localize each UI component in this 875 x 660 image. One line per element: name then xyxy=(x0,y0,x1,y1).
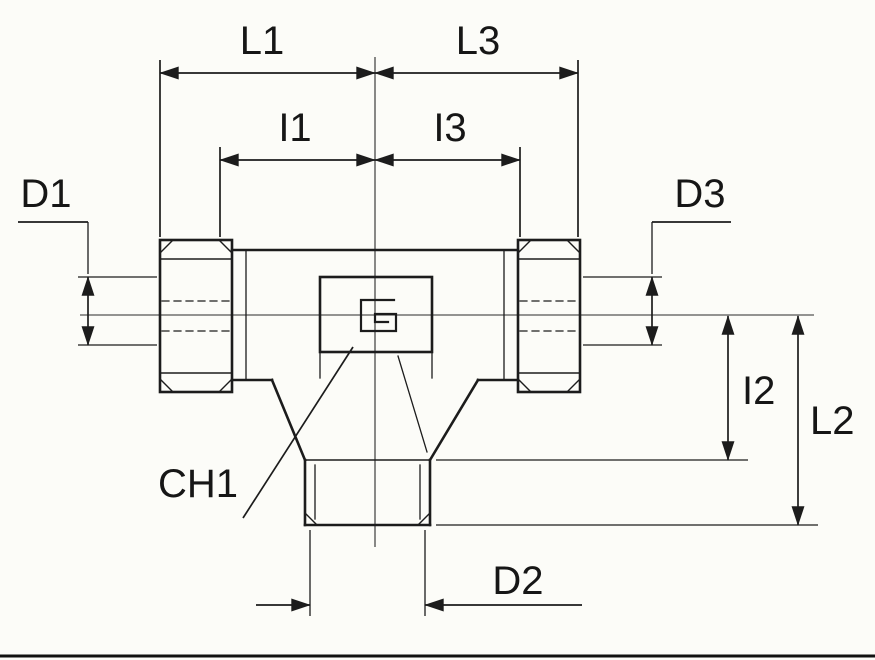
right-nut-outline xyxy=(516,238,582,394)
dim-label-d1: D1 xyxy=(20,172,71,216)
right-nut xyxy=(516,238,582,394)
ch1-leader-line xyxy=(242,346,354,519)
dim-label-i1: I1 xyxy=(278,106,311,150)
dimension-D1 xyxy=(18,221,157,346)
dimension-L2 xyxy=(436,315,818,526)
dim-label-i3: I3 xyxy=(433,106,466,150)
left-nut-outline xyxy=(158,238,234,394)
port-square xyxy=(318,275,434,354)
right-nut-chamfer-tl xyxy=(517,239,532,254)
right-nut-chamfer-tr xyxy=(566,239,581,254)
right-nut-chamfer-br xyxy=(566,378,581,393)
dimension-labels: L1 L3 I1 I3 D1 D3 CH1 I2 L2 D2 xyxy=(20,19,854,603)
bottom-branch xyxy=(270,355,480,527)
left-nut-chamfer-tr xyxy=(218,239,233,254)
centerlines xyxy=(80,57,814,547)
left-nut-chamfer-bl xyxy=(159,378,174,393)
branch-inner-edge xyxy=(397,355,428,453)
branch-slope-right xyxy=(428,378,480,462)
dimension-D2 xyxy=(256,530,582,616)
dim-label-d3: D3 xyxy=(674,172,725,216)
dim-label-l3: L3 xyxy=(456,19,501,63)
dim-label-i2: I2 xyxy=(742,369,775,413)
branch-slope-left xyxy=(270,378,307,462)
fitting-outline xyxy=(158,238,582,527)
dimension-I1-I3 xyxy=(219,147,521,237)
left-nut-chamfer-br xyxy=(218,378,233,393)
center-port xyxy=(318,275,434,379)
thread-symbol xyxy=(359,298,398,333)
stub-chamfer-right xyxy=(417,512,431,526)
left-nut-chamfer-tl xyxy=(159,239,174,254)
dimension-D3 xyxy=(583,221,731,346)
dim-label-d2: D2 xyxy=(492,559,543,603)
dim-label-ch1: CH1 xyxy=(158,462,238,506)
left-nut xyxy=(158,238,234,394)
body-tube xyxy=(230,248,520,382)
dimension-I2 xyxy=(436,315,748,461)
dim-label-l2: L2 xyxy=(810,399,855,443)
dimension-CH1 xyxy=(242,346,354,519)
right-nut-chamfer-bl xyxy=(517,378,532,393)
dimension-L1-L3 xyxy=(159,60,579,237)
dimensions xyxy=(18,60,818,616)
dim-label-l1: L1 xyxy=(240,19,285,63)
stub-chamfer-left xyxy=(304,512,318,526)
